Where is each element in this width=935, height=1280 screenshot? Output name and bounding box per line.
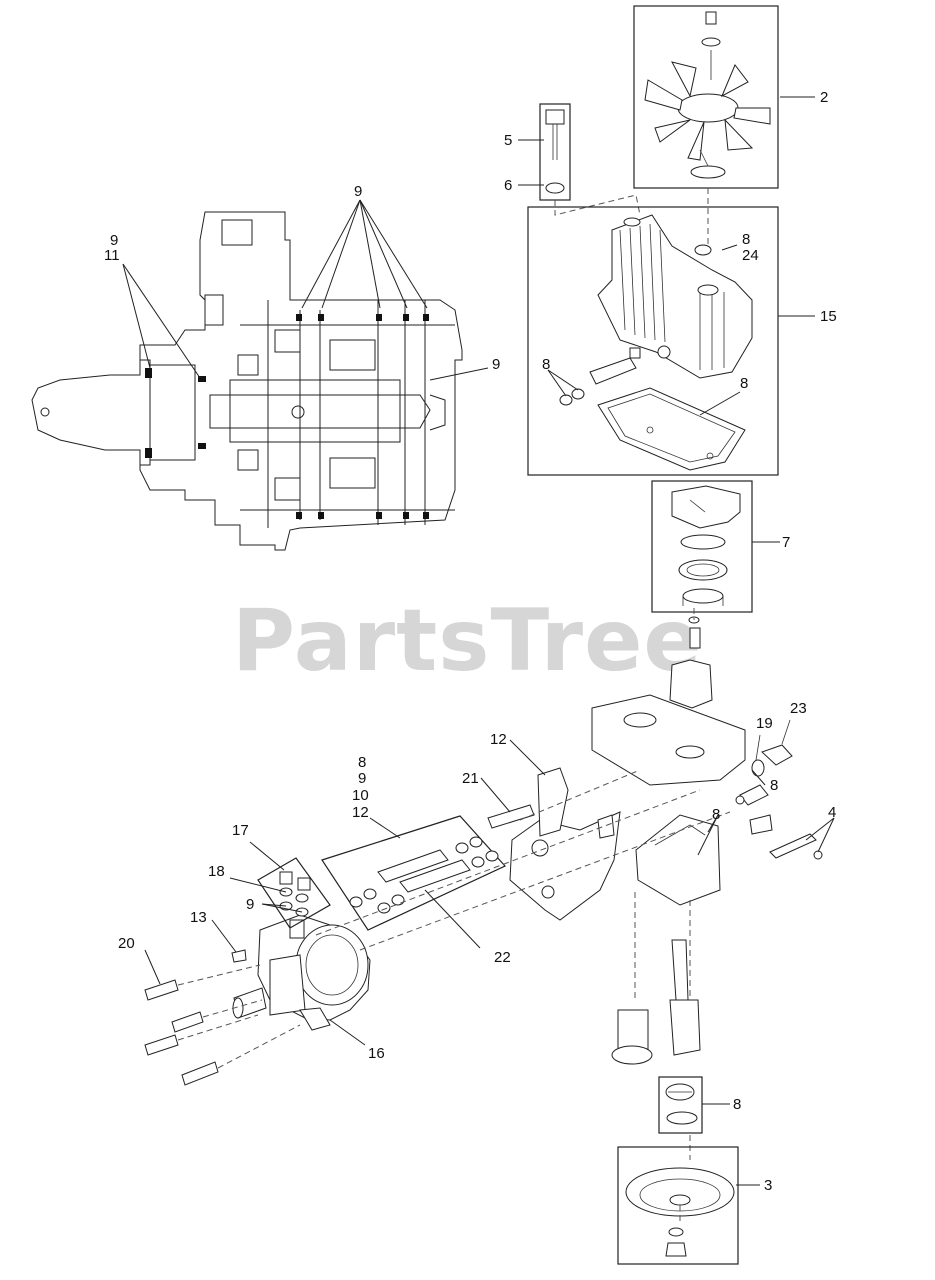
callout-16: 16 xyxy=(368,1045,385,1062)
callout-6: 6 xyxy=(504,177,512,194)
callout-9-stack: 9 xyxy=(358,770,366,787)
pump-assembly xyxy=(144,914,371,1086)
callout-24: 24 xyxy=(742,247,759,264)
housing-assembly xyxy=(527,188,815,476)
vent-assembly xyxy=(518,103,641,216)
check-valve-box xyxy=(229,841,331,929)
callout-4: 4 xyxy=(828,804,836,821)
callout-9-left: 9 xyxy=(110,232,118,249)
callout-22: 22 xyxy=(494,949,511,966)
callout-9-top: 9 xyxy=(354,183,362,200)
callout-8-bearing: 8 xyxy=(733,1096,741,1113)
callout-2: 2 xyxy=(820,89,828,106)
callout-8-housing: 8 xyxy=(742,231,750,248)
callout-8-gasket: 8 xyxy=(740,375,748,392)
callout-15: 15 xyxy=(820,308,837,325)
callout-12-stack: 12 xyxy=(352,804,369,821)
callout-9-right: 9 xyxy=(492,356,500,373)
center-housing xyxy=(315,739,731,951)
callout-8-stack: 8 xyxy=(358,754,366,771)
lower-bearing-box xyxy=(658,1076,730,1134)
center-column xyxy=(591,608,746,1160)
callout-12-top: 12 xyxy=(490,731,507,748)
callout-5: 5 xyxy=(504,132,512,149)
callout-7: 7 xyxy=(782,534,790,551)
callout-8-seals: 8 xyxy=(542,356,550,373)
callout-21: 21 xyxy=(462,770,479,787)
right-small-parts xyxy=(735,719,835,860)
bearing-assembly xyxy=(651,480,780,613)
filter-box xyxy=(321,815,506,949)
callout-13: 13 xyxy=(190,909,207,926)
cross-section-view xyxy=(31,199,489,551)
callout-10: 10 xyxy=(352,787,369,804)
watermark: PartsTree xyxy=(232,591,703,691)
callout-19: 19 xyxy=(756,715,773,732)
callout-18: 18 xyxy=(208,863,225,880)
pulley-assembly xyxy=(617,1146,760,1265)
callout-20: 20 xyxy=(118,935,135,952)
callout-17: 17 xyxy=(232,822,249,839)
fan-assembly xyxy=(633,5,815,189)
callout-23: 23 xyxy=(790,700,807,717)
callout-8-valve: 8 xyxy=(770,777,778,794)
callout-8-center: 8 xyxy=(712,806,720,823)
callout-9-valve: 9 xyxy=(246,896,254,913)
callout-3: 3 xyxy=(764,1177,772,1194)
callout-11: 11 xyxy=(104,247,120,264)
